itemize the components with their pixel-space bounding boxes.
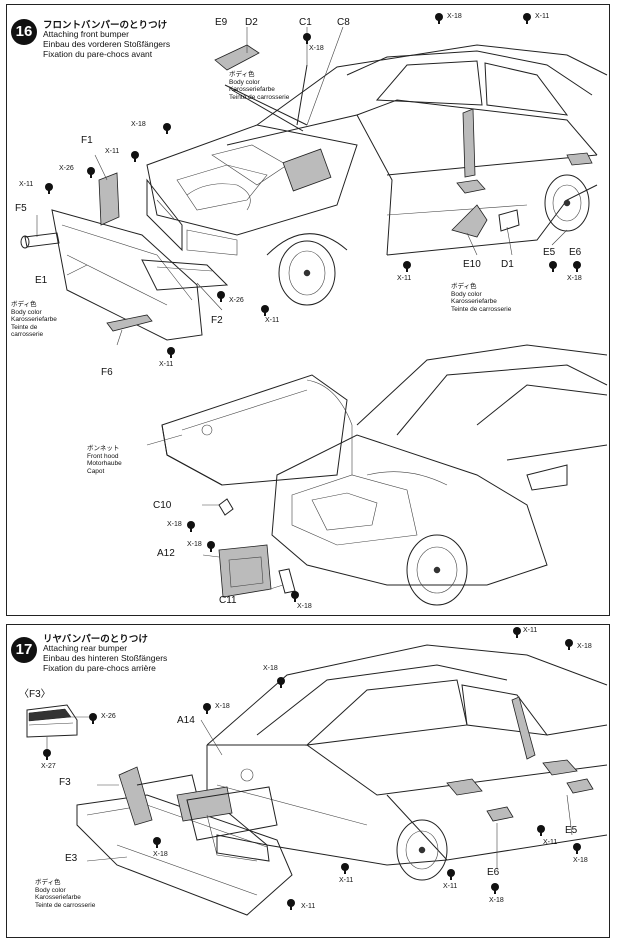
screw-x18-label: X-18 — [215, 703, 230, 710]
step-16-panel: 16 フロントバンパーのとりつけ Attaching front bumper … — [6, 4, 610, 616]
screw-icon — [491, 883, 499, 894]
part-d1-label: D1 — [501, 259, 514, 270]
screw-x18-label: X-18 — [567, 275, 582, 282]
screw-icon — [153, 837, 161, 848]
screw-icon — [87, 167, 95, 178]
part-e10-label: E10 — [463, 259, 481, 270]
part-c10-label: C10 — [153, 500, 172, 511]
part-a12-label: A12 — [157, 548, 175, 559]
screw-icon — [403, 261, 411, 272]
part-f6-label: F6 — [101, 367, 113, 378]
screw-icon — [549, 261, 557, 272]
screw-x11-label: X-11 — [443, 883, 458, 890]
part-e3-label: E3 — [65, 853, 78, 864]
part-f2-label: F2 — [211, 315, 223, 326]
screw-icon — [207, 541, 215, 552]
part-f3-detail-label: 〈F3〉 — [19, 689, 51, 700]
screw-x18-label: X-18 — [167, 521, 182, 528]
step-title-de: Einbau des vorderen Stoßfängers — [43, 39, 171, 49]
front-bumper-illustration — [20, 26, 608, 606]
screw-icon — [45, 183, 53, 194]
step-title-fr: Fixation du pare-chocs arrière — [43, 663, 156, 673]
screw-x18-label: X-18 — [297, 603, 312, 610]
screw-icon — [131, 151, 139, 162]
screw-icon — [513, 627, 521, 638]
step-title-de: Einbau des hinteren Stoßfängers — [43, 653, 168, 663]
screw-icon — [163, 123, 171, 134]
screw-icon — [447, 869, 455, 880]
screw-x11-label: X-11 — [105, 148, 120, 155]
part-f5-label: F5 — [15, 203, 27, 214]
part-e5-label: E5 — [543, 247, 556, 258]
part-d2-label: D2 — [245, 17, 258, 28]
screw-icon — [187, 521, 195, 532]
screw-x18-label: X-18 — [577, 643, 592, 650]
screw-x11-label: X-11 — [159, 361, 174, 368]
screw-x11-label: X-11 — [397, 275, 412, 282]
screw-x27-label: X-27 — [41, 763, 56, 770]
screw-icon — [291, 591, 299, 602]
part-e9-label: E9 — [215, 17, 228, 28]
screw-icon — [203, 703, 211, 714]
part-e1-label: E1 — [35, 275, 48, 286]
screw-x18-label: X-18 — [187, 541, 202, 548]
screw-x11-label: X-11 — [301, 903, 316, 910]
screw-icon — [573, 261, 581, 272]
screw-x26-label: X-26 — [59, 165, 74, 172]
screw-x11-label: X-11 — [543, 839, 558, 846]
screw-icon — [435, 13, 443, 24]
screw-x11-label: X-11 — [265, 317, 280, 324]
screw-x11-label: X-11 — [19, 181, 34, 188]
screw-x26-label: X-26 — [229, 297, 244, 304]
part-c1-label: C1 — [299, 17, 312, 28]
screw-x18-label: X-18 — [489, 897, 504, 904]
step-title-fr: Fixation du pare-chocs avant — [43, 49, 153, 59]
screw-icon — [537, 825, 545, 836]
screw-x26-label: X-26 — [101, 713, 116, 720]
screw-icon — [261, 305, 269, 316]
part-f1-label: F1 — [81, 135, 93, 146]
screw-icon — [89, 713, 97, 724]
screw-x11-label: X-11 — [523, 627, 538, 634]
part-c8-label: C8 — [337, 17, 350, 28]
part-c11-label: C11 — [219, 595, 237, 606]
screw-icon — [341, 863, 349, 874]
step-number-badge: 17 — [11, 637, 37, 663]
part-a14-label: A14 — [177, 715, 195, 726]
part-e6-label: E6 — [487, 867, 500, 878]
rear-bumper-illustration — [26, 644, 608, 916]
part-e6-label: E6 — [569, 247, 582, 258]
screw-icon — [573, 843, 581, 854]
step-17-panel: 17 リヤバンパーのとりつけ Attaching rear bumper Ein… — [6, 624, 610, 938]
screw-x18-label: X-18 — [153, 851, 168, 858]
screw-icon — [287, 899, 295, 910]
screw-icon — [303, 33, 311, 44]
screw-icon — [565, 639, 573, 650]
screw-icon — [217, 291, 225, 302]
screw-x18-label: X-18 — [131, 121, 146, 128]
step-title-jp: リヤバンパーのとりつけ — [43, 634, 148, 645]
screw-icon — [523, 13, 531, 24]
screw-icon — [167, 347, 175, 358]
screw-x18-label: X-18 — [573, 857, 588, 864]
screw-x18-label: X-18 — [263, 665, 278, 672]
step-title-en: Attaching front bumper — [43, 29, 129, 39]
screw-icon — [277, 677, 285, 688]
screw-x11-label: X-11 — [535, 13, 550, 20]
screw-x11-label: X-11 — [339, 877, 354, 884]
step-title-jp: フロントバンパーのとりつけ — [43, 20, 168, 31]
screw-icon — [43, 749, 51, 760]
part-f3-label: F3 — [59, 777, 71, 788]
part-e5-label: E5 — [565, 825, 578, 836]
screw-x18-label: X-18 — [309, 45, 324, 52]
screw-x18-label: X-18 — [447, 13, 462, 20]
step-number-badge: 16 — [11, 19, 37, 45]
step-title-en: Attaching rear bumper — [43, 643, 128, 653]
